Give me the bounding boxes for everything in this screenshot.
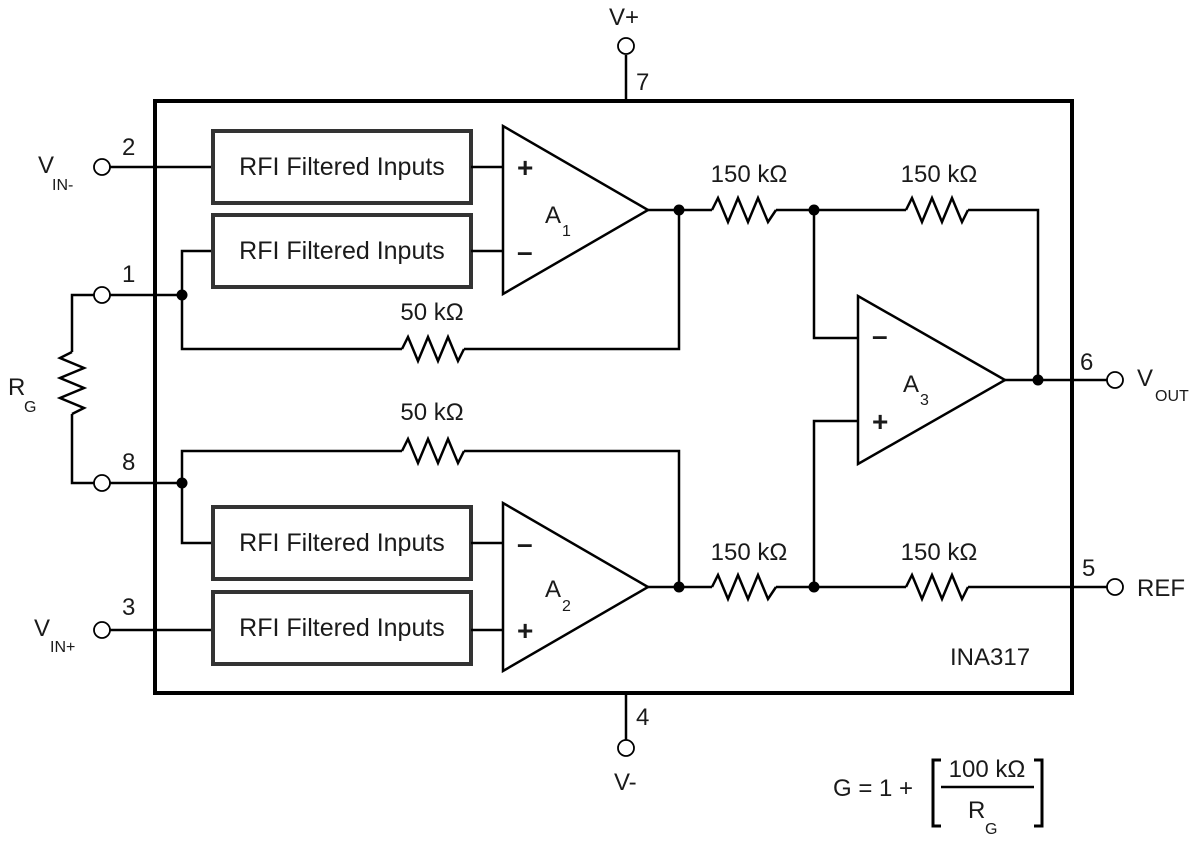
resistor-r2-label: 150 kΩ xyxy=(901,161,978,188)
pin-vout-number: 6 xyxy=(1080,349,1093,376)
pin-vout-sub: OUT xyxy=(1155,388,1189,405)
a1-plus: + xyxy=(517,152,533,183)
resistor-feedback-top-label: 50 kΩ xyxy=(400,299,463,326)
rfi-filter-1-box xyxy=(211,129,473,205)
pin-vin-minus: 2 V IN- xyxy=(38,134,213,194)
amplifier-a3: – + A 3 xyxy=(856,293,1008,467)
amplifier-a2: – + A 2 xyxy=(501,500,651,674)
pin-rg-top: 1 xyxy=(93,261,182,304)
resistor-r3-label: 150 kΩ xyxy=(711,539,788,566)
rfi-filter-3-label: RFI Filtered Inputs xyxy=(239,529,445,557)
pin-vin-minus-sub: IN- xyxy=(52,177,73,194)
a1-label-sub: 1 xyxy=(562,223,571,240)
resistor-rg: R G xyxy=(8,293,94,485)
pin-ref-number: 5 xyxy=(1082,555,1095,582)
pin-vin-plus-number: 3 xyxy=(122,594,135,621)
pin-vplus-number: 7 xyxy=(636,69,649,96)
pin-vin-minus-number: 2 xyxy=(122,134,135,161)
pin-vminus-label: V- xyxy=(614,769,637,796)
pin-rg-bottom-number: 8 xyxy=(122,449,135,476)
resistor-feedback-bottom: 50 kΩ xyxy=(400,399,466,467)
pin-vin-plus: 3 V IN+ xyxy=(34,594,213,656)
rfi-filter-4-label: RFI Filtered Inputs xyxy=(239,614,445,642)
resistor-r1-label: 150 kΩ xyxy=(711,161,788,188)
junction-a1-out xyxy=(673,204,685,216)
pin-rg-bottom: 8 xyxy=(93,449,182,492)
a3-label: A xyxy=(903,371,919,398)
gain-formula-numerator: 100 kΩ xyxy=(949,756,1026,783)
resistor-r1: 150 kΩ xyxy=(711,161,788,226)
pin-vin-minus-label: V xyxy=(38,152,54,179)
pin-vout: 6 V OUT xyxy=(1080,349,1189,405)
rfi-filter-4-box xyxy=(211,590,473,666)
a2-label-sub: 2 xyxy=(562,598,571,615)
a1-label: A xyxy=(545,202,561,229)
gain-formula-denominator: R xyxy=(968,797,985,824)
pin-vminus-number: 4 xyxy=(636,704,649,731)
resistor-feedback-top: 50 kΩ xyxy=(400,299,466,365)
resistor-r4: 150 kΩ xyxy=(901,539,978,603)
rg-label-sub: G xyxy=(24,399,36,416)
chip-outline xyxy=(153,99,1074,695)
gain-formula-denominator-sub: G xyxy=(985,821,997,838)
amplifier-a1: + – A 1 xyxy=(501,123,651,297)
pin-ref-label: REF xyxy=(1137,575,1185,602)
junction-a3-out xyxy=(1032,374,1044,386)
pin-ref: 5 REF xyxy=(1082,555,1185,602)
a3-label-sub: 3 xyxy=(920,392,929,409)
rg-label: R xyxy=(8,374,25,401)
a1-minus: – xyxy=(517,236,533,267)
resistor-r4-label: 150 kΩ xyxy=(901,539,978,566)
a2-minus: – xyxy=(517,528,533,559)
a2-plus: + xyxy=(517,615,533,646)
gain-formula: G = 1 + 100 kΩ R G xyxy=(833,756,1044,838)
part-number: INA317 xyxy=(950,644,1030,671)
a3-plus: + xyxy=(872,406,888,437)
gain-formula-lhs: G = 1 + xyxy=(833,775,913,802)
resistor-r2: 150 kΩ xyxy=(901,161,978,226)
a3-minus: – xyxy=(872,320,888,351)
resistor-r3: 150 kΩ xyxy=(711,539,788,603)
pin-vplus-label: V+ xyxy=(609,4,639,31)
pin-vminus: 4 V- xyxy=(614,693,649,796)
pin-vout-label: V xyxy=(1137,365,1153,392)
junction-a2-out xyxy=(673,581,685,593)
rfi-filter-2-label: RFI Filtered Inputs xyxy=(239,237,445,265)
rfi-filter-2-box xyxy=(211,213,473,289)
pin-vin-plus-sub: IN+ xyxy=(50,639,75,656)
resistor-feedback-bottom-label: 50 kΩ xyxy=(400,399,463,426)
pin-rg-top-number: 1 xyxy=(122,261,135,288)
rfi-filter-1-label: RFI Filtered Inputs xyxy=(239,153,445,181)
pin-vplus: V+ 7 xyxy=(609,4,649,101)
a2-label: A xyxy=(545,576,561,603)
pin-vin-plus-label: V xyxy=(34,615,50,642)
